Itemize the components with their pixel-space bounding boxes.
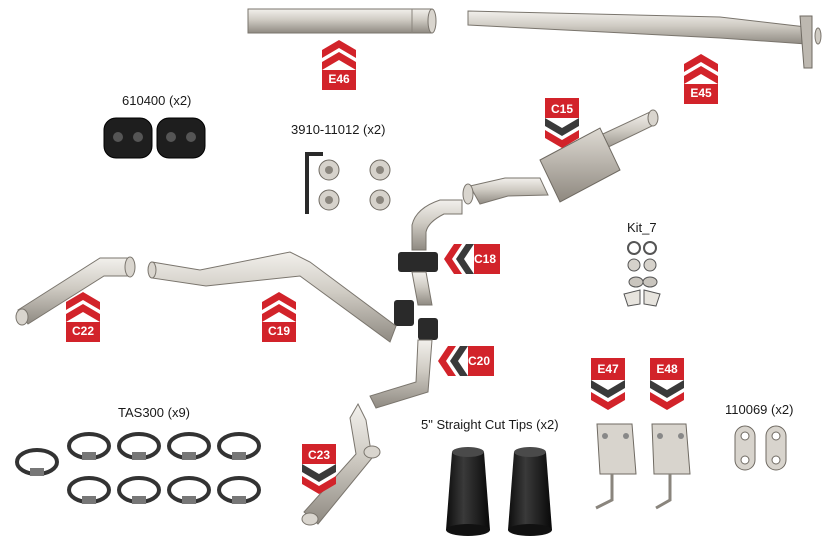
tag-e48: E48 xyxy=(656,362,678,376)
tag-e47-chevron xyxy=(591,358,625,410)
kit-hardware-icon xyxy=(623,241,661,307)
tag-e48-chevron xyxy=(650,358,684,410)
tag-c18-chevron xyxy=(444,244,500,274)
tag-c22: C22 xyxy=(71,324,94,338)
tag-c19-chevron xyxy=(262,292,296,342)
muffler-icon xyxy=(462,109,659,205)
tag-c20-chevron xyxy=(438,346,494,376)
clamp-icon xyxy=(15,432,261,504)
tag-e46: E46 xyxy=(328,72,350,86)
tag-c18: C18 xyxy=(474,252,497,266)
link-plate-icon xyxy=(734,425,787,471)
label-610400: 610400 (x2) xyxy=(122,93,192,108)
pipe-e45 xyxy=(467,10,822,69)
hanger-bracket-icon xyxy=(595,423,691,510)
tag-c15-chevron xyxy=(545,98,579,148)
hardware-nut-icon xyxy=(318,159,391,211)
pipe-c19 xyxy=(147,251,397,343)
tag-e45: E45 xyxy=(690,86,712,100)
tag-c23-chevron xyxy=(302,444,336,494)
label-kit-7: Kit_7 xyxy=(627,220,657,235)
pipe-c23 xyxy=(301,402,381,526)
label-110069: 110069 (x2) xyxy=(725,402,794,417)
pipe-e46 xyxy=(247,8,437,34)
label-tas300: TAS300 (x9) xyxy=(118,405,191,420)
tag-c20: C20 xyxy=(468,354,491,368)
tag-c23: C23 xyxy=(307,448,330,462)
label-3910-11012: 3910-11012 (x2) xyxy=(291,122,386,137)
pipe-c20 xyxy=(369,300,438,409)
tag-e46-chevron xyxy=(322,40,356,90)
hex-key-icon xyxy=(305,152,323,214)
rubber-isolator-icon xyxy=(103,117,206,159)
tag-c22-chevron xyxy=(66,292,100,342)
pipe-c18 xyxy=(398,199,463,306)
label-straight-cut-tips: 5" Straight Cut Tips (x2) xyxy=(421,417,559,432)
tag-c15: C15 xyxy=(550,102,573,116)
pipe-c22 xyxy=(15,256,136,326)
tag-c19: C19 xyxy=(267,324,290,338)
tag-e45-chevron xyxy=(684,54,718,104)
exhaust-tip-icon xyxy=(446,447,552,536)
tag-e47: E47 xyxy=(597,362,619,376)
